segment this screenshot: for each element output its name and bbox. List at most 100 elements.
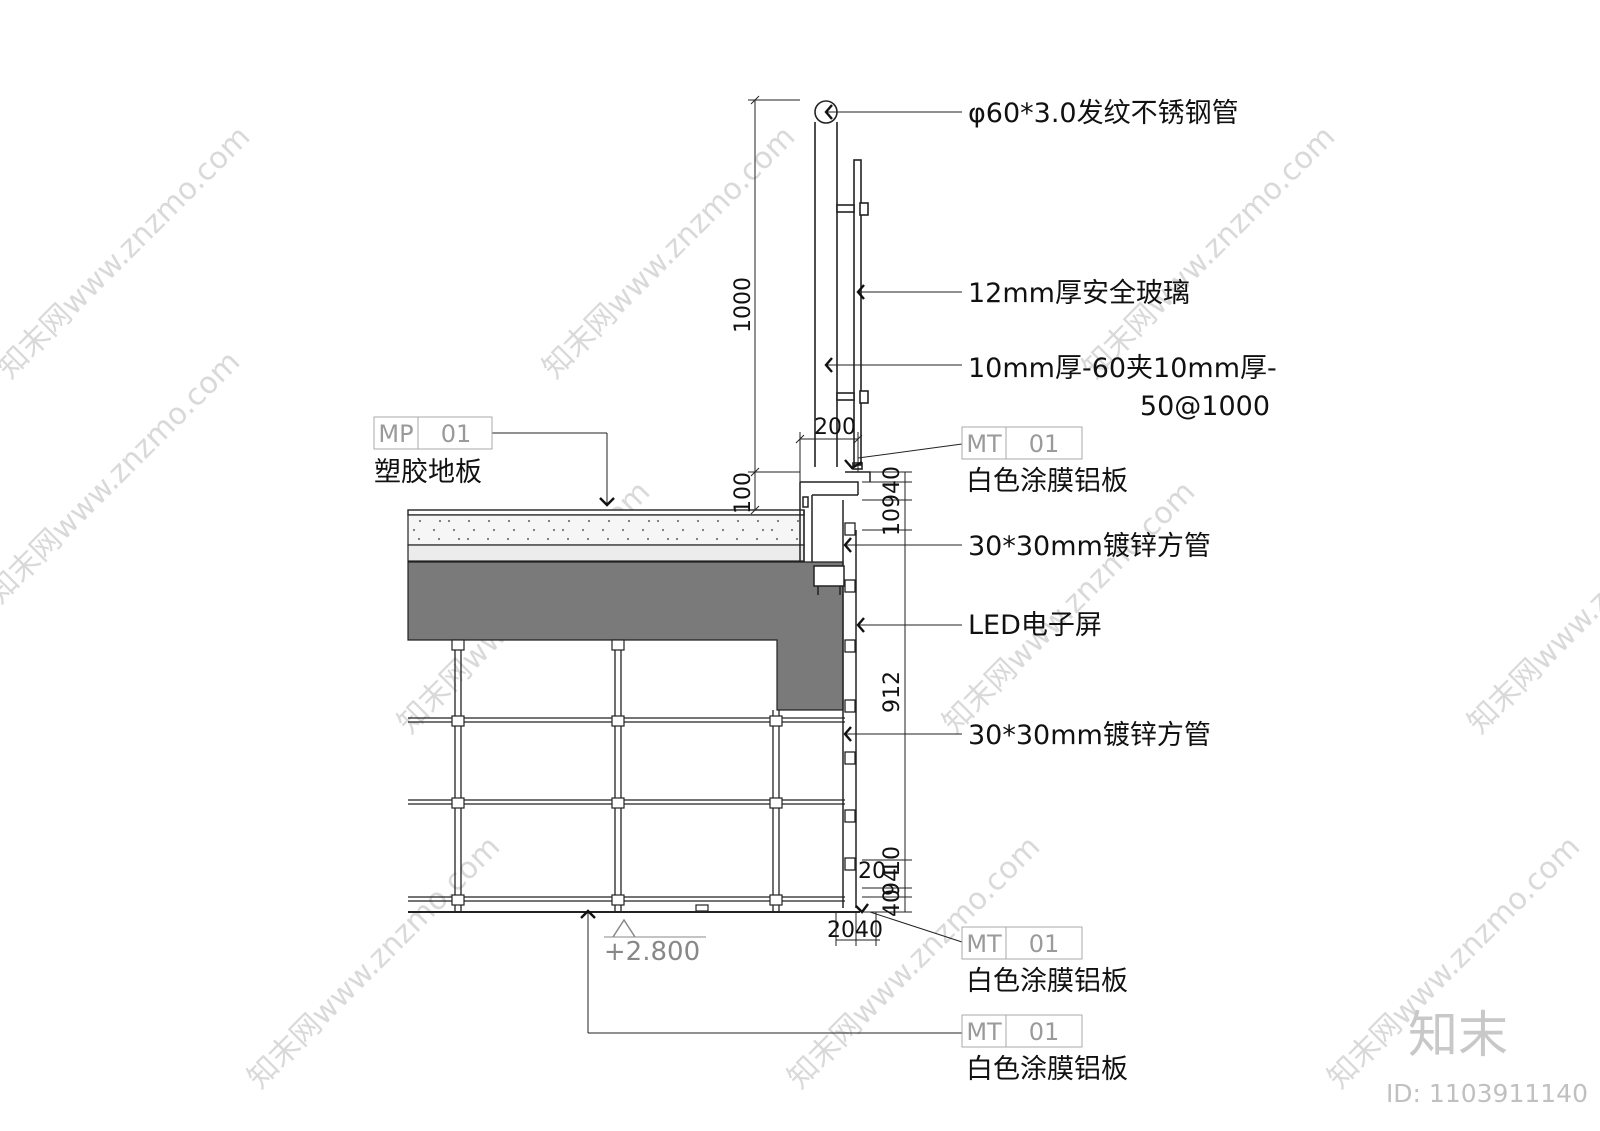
- grid-connectors: [451, 639, 783, 912]
- dim-bottom-20: 20: [858, 859, 886, 884]
- grid-connector: [451, 797, 465, 809]
- screed-dot: [561, 528, 565, 532]
- screed-dot: [566, 537, 570, 541]
- screed-dot: [675, 537, 679, 541]
- screed-dot: [721, 528, 725, 532]
- material-tag-mp-floor: MP 01 塑胶地板: [373, 416, 493, 488]
- screed-dot: [696, 519, 700, 523]
- grid-connector: [695, 904, 709, 912]
- screed-dots: [412, 519, 800, 541]
- screed-dot: [716, 519, 720, 523]
- screed-dot: [452, 528, 456, 532]
- material-tag-mt-bottom-1: MT 01 白色涂膜铝板: [961, 926, 1128, 997]
- screed-dot: [790, 528, 794, 532]
- screed-dot: [601, 528, 605, 532]
- screed-dot: [581, 528, 585, 532]
- screed-dot: [457, 537, 461, 541]
- screed-dot: [587, 519, 591, 523]
- screed-dot: [715, 537, 719, 541]
- dim-curb-height: 100: [731, 472, 756, 514]
- screed-dot: [526, 537, 530, 541]
- grid-connector: [769, 715, 783, 727]
- screed-dot: [627, 519, 631, 523]
- top-aluminum-cap: [845, 471, 871, 482]
- dim-bottom-width: 2040: [827, 918, 883, 943]
- screed-dot: [736, 519, 740, 523]
- mount-block: [844, 522, 856, 536]
- screed-dot: [607, 519, 611, 523]
- grid-connector: [769, 797, 783, 809]
- screed-dot: [527, 519, 531, 523]
- screed-dot: [512, 528, 516, 532]
- screed-dot: [755, 537, 759, 541]
- callout-steel-pipe: φ60*3.0发纹不锈钢管: [968, 98, 1239, 129]
- material-tag-mt-top: MT 01 白色涂膜铝板: [961, 426, 1128, 497]
- callout-led-screen: LED电子屏: [968, 610, 1102, 641]
- screed-dot: [492, 528, 496, 532]
- screed-dot: [438, 519, 442, 523]
- screed-dot: [676, 519, 680, 523]
- mount-block: [844, 699, 856, 713]
- dim-bottom-40: 40: [880, 889, 905, 917]
- screed-dot: [681, 528, 685, 532]
- screed-dot: [761, 528, 765, 532]
- insulation-layer: [407, 544, 805, 562]
- mount-block: [844, 857, 856, 871]
- mount-block: [844, 639, 856, 653]
- concrete-slab: [407, 561, 844, 711]
- screed-layer: [407, 514, 805, 546]
- screed-dot: [695, 537, 699, 541]
- callout-tube-lower: 30*30mm镀锌方管: [968, 720, 1211, 751]
- mount-block: [844, 809, 856, 823]
- screed-dot: [487, 519, 491, 523]
- level-marker: +2.800: [604, 918, 706, 967]
- watermark-text: 知末网www.znzmo.com: [936, 474, 1202, 740]
- screed-dot: [507, 519, 511, 523]
- screed-dot: [417, 537, 421, 541]
- tag-description: 塑胶地板: [374, 457, 482, 488]
- level-triangle: [612, 918, 636, 938]
- tag-code: MP: [378, 420, 413, 448]
- grid-connector: [611, 797, 625, 809]
- tag-number: 01: [1029, 1018, 1060, 1046]
- dim-top-stack: 10940: [880, 466, 905, 536]
- screed-dot: [666, 537, 670, 541]
- watermark-text: 知末网www.znzmo.com: [536, 119, 802, 385]
- screed-dot: [546, 537, 550, 541]
- screed-dot: [552, 528, 556, 532]
- screed-dot: [567, 519, 571, 523]
- screed-dot: [466, 537, 470, 541]
- screed-dot: [626, 537, 630, 541]
- screed-dot: [437, 537, 441, 541]
- screed-dot: [412, 528, 416, 532]
- screed-dot: [418, 519, 422, 523]
- screed-dot: [756, 519, 760, 523]
- callout-tube-upper: 30*30mm镀锌方管: [968, 531, 1211, 562]
- screed-dot: [432, 528, 436, 532]
- screed-dot: [506, 537, 510, 541]
- tag-number: 01: [1029, 430, 1060, 458]
- handrail: [814, 100, 869, 470]
- mount-block: [844, 751, 856, 765]
- screed-dot: [795, 537, 799, 541]
- screed-dot: [621, 528, 625, 532]
- screed-dot: [532, 528, 536, 532]
- grid-connector: [611, 894, 625, 906]
- material-tag-mt-bottom-2: MT 01 白色涂膜铝板: [961, 1014, 1128, 1085]
- watermark-text: 知末网www.znzmo.com: [0, 344, 247, 610]
- screed-dot: [486, 537, 490, 541]
- grid-connector: [451, 715, 465, 727]
- screed-dot: [606, 537, 610, 541]
- grid-connector: [451, 894, 465, 906]
- watermark-text: 知末网www.znzmo.com: [0, 119, 257, 385]
- floor-build-up: [407, 509, 844, 711]
- screed-dot: [641, 528, 645, 532]
- screed-dot: [656, 519, 660, 523]
- screed-dot: [646, 537, 650, 541]
- callout-glass-clip-line2: 50@1000: [1140, 391, 1270, 422]
- screed-dot: [647, 519, 651, 523]
- dim-bottom-94: 94: [880, 868, 905, 896]
- grid-connector: [451, 639, 465, 651]
- screed-dot: [586, 537, 590, 541]
